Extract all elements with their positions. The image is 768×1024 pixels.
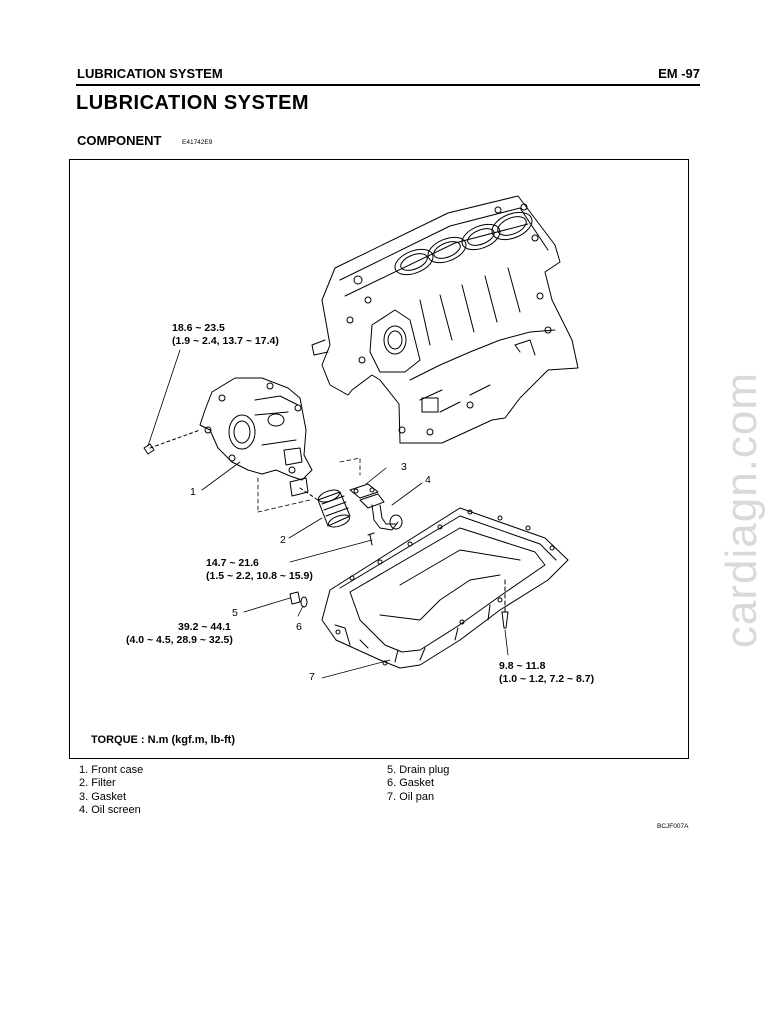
header-rule [76, 84, 700, 86]
drain-plug-drawing [289, 591, 301, 605]
legend-item: 2. Filter [79, 777, 116, 790]
figure-frame [69, 159, 689, 759]
section-title: COMPONENT [77, 133, 162, 148]
callout-3: 3 [401, 461, 407, 473]
torque-value-alt-units: (1.0 ~ 1.2, 7.2 ~ 8.7) [499, 673, 595, 685]
callout-5: 5 [232, 607, 238, 619]
legend-item: 7. Oil pan [387, 790, 435, 803]
callout-2: 2 [280, 534, 286, 546]
torque-value-alt-units: (1.9 ~ 2.4, 13.7 ~ 17.4) [172, 335, 279, 347]
section-code: E41742E9 [182, 139, 213, 146]
torque-label-drain-plug-alt: (4.0 ~ 4.5, 28.9 ~ 32.5) [126, 634, 233, 647]
parts-legend-left: 1. Front case 2. Filter 3. Gasket 4. Oil… [79, 764, 143, 817]
oil-pan-bolt [501, 611, 509, 629]
torque-value: 18.6 ~ 23.5 [172, 322, 225, 334]
callout-1: 1 [190, 486, 196, 498]
front-case-bolt [143, 443, 155, 455]
watermark: cardiagn.com [717, 371, 766, 649]
oil-filter-drawing [299, 487, 351, 528]
figure-code: BCJF007A [657, 823, 689, 830]
torque-value: 39.2 ~ 44.1 [178, 621, 231, 633]
torque-value: 14.7 ~ 21.6 [206, 557, 259, 569]
callout-4: 4 [425, 474, 431, 486]
oil-screen-drawing [359, 493, 403, 546]
torque-units-note: TORQUE : N.m (kgf.m, lb-ft) [91, 734, 236, 746]
legend-item: 1. Front case [79, 764, 144, 776]
torque-label-oil-pan-bolt: 9.8 ~ 11.8 (1.0 ~ 1.2, 7.2 ~ 8.7) [499, 660, 594, 686]
cylinder-block-drawing [311, 195, 579, 444]
legend-item: 6. Gasket [387, 777, 435, 790]
legend-item: 5. Drain plug [387, 764, 450, 776]
gasket-3-drawing [349, 483, 379, 499]
callout-6: 6 [296, 621, 302, 633]
oil-pan-drawing [321, 507, 569, 669]
torque-value: 9.8 ~ 11.8 [499, 660, 546, 672]
gasket-6-drawing [300, 596, 308, 608]
torque-value-alt-units: (4.0 ~ 4.5, 28.9 ~ 32.5) [126, 634, 233, 646]
torque-label-oil-screen-bolt: 14.7 ~ 21.6 (1.5 ~ 2.2, 10.8 ~ 15.9) [206, 557, 313, 583]
torque-label-drain-plug: 39.2 ~ 44.1 [178, 621, 231, 634]
legend-item: 3. Gasket [79, 790, 127, 803]
callout-7: 7 [309, 671, 315, 683]
legend-item: 4. Oil screen [79, 803, 141, 816]
page-number: EM -97 [658, 66, 700, 81]
running-header-title: LUBRICATION SYSTEM [77, 66, 223, 81]
parts-legend-right: 5. Drain plug 6. Gasket 7. Oil pan [387, 764, 449, 804]
front-case-drawing [199, 377, 313, 497]
page-title: LUBRICATION SYSTEM [76, 92, 310, 114]
torque-value-alt-units: (1.5 ~ 2.2, 10.8 ~ 15.9) [206, 570, 313, 582]
torque-label-front-case-bolt: 18.6 ~ 23.5 (1.9 ~ 2.4, 13.7 ~ 17.4) [172, 322, 279, 348]
